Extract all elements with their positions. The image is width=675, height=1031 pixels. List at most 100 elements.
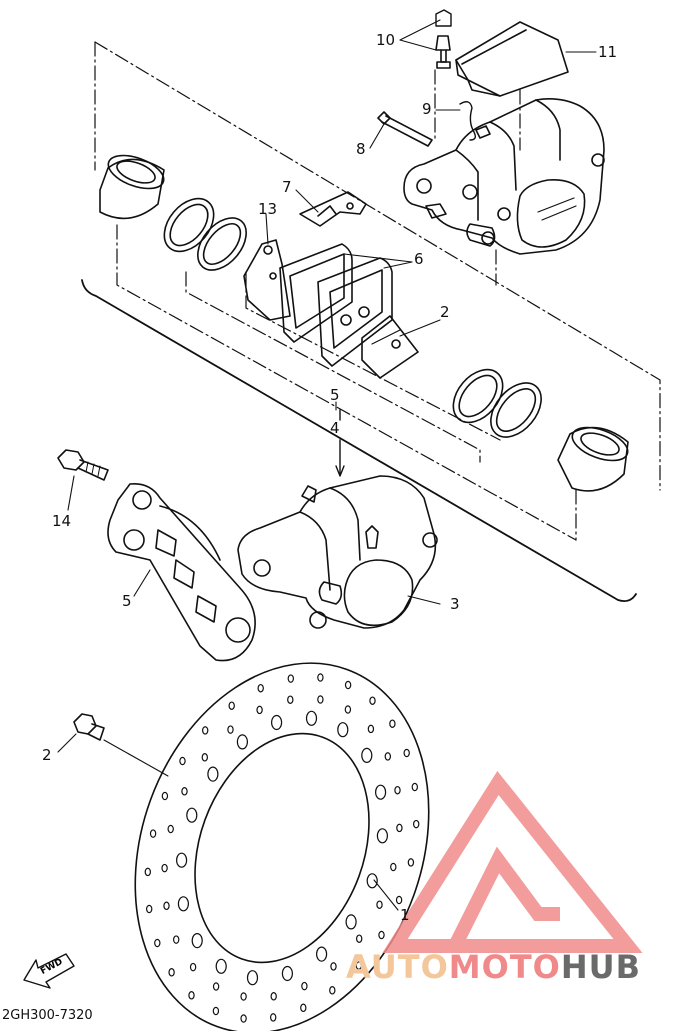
- disc-hole: [344, 680, 352, 690]
- caliper-bracket-part: [107, 482, 256, 662]
- piston-seals-left: [163, 197, 247, 271]
- disc-hole: [394, 785, 401, 795]
- disc-hole: [287, 695, 294, 704]
- callout-2-spring: 2: [440, 303, 450, 321]
- lower-caliper-part: [237, 475, 438, 629]
- disc-hole: [207, 766, 219, 782]
- callout-4: 4: [330, 419, 340, 437]
- callout-13: 13: [258, 200, 278, 218]
- fwd-arrow-icon: [23, 953, 75, 989]
- disc-hole: [344, 705, 352, 714]
- disc-hole: [172, 935, 180, 944]
- callout-11: 11: [598, 43, 618, 61]
- callout-7: 7: [282, 178, 292, 196]
- disc-hole: [212, 1006, 220, 1016]
- disc-hole: [154, 938, 161, 948]
- disc-hole: [301, 981, 308, 991]
- disc-hole: [167, 824, 174, 834]
- disc-hole: [384, 752, 391, 761]
- callout-5-bracket: 5: [122, 592, 132, 610]
- disc-hole: [281, 965, 293, 982]
- disc-hole: [395, 895, 403, 905]
- disc-hole: [271, 714, 283, 731]
- leader-lines: [57, 19, 597, 911]
- disc-hole: [317, 695, 324, 704]
- disc-hole: [161, 863, 168, 873]
- disc-hole: [181, 787, 188, 796]
- drawing-code: 2GH300-7320: [2, 1008, 93, 1023]
- disc-hole: [378, 930, 385, 940]
- callout-8: 8: [356, 140, 366, 158]
- callout-10: 10: [376, 31, 396, 49]
- disc-hole: [376, 900, 383, 909]
- watermark-text: AUTOMOTOHUB: [346, 948, 641, 986]
- disc-hole: [236, 734, 248, 750]
- caliper-cover-part: [455, 21, 569, 97]
- disc-hole: [366, 873, 378, 889]
- callout-5-kit: 5: [330, 386, 340, 404]
- disc-hole: [188, 991, 195, 1000]
- disc-hole: [389, 719, 396, 728]
- callout-1: 1: [400, 906, 410, 924]
- bolt-14-part: [57, 449, 109, 481]
- disc-hole: [390, 862, 397, 872]
- disc-hole: [145, 904, 153, 914]
- disc-hole: [201, 726, 209, 735]
- callout-2-bolt: 2: [42, 746, 52, 764]
- disc-hole: [407, 858, 415, 867]
- disc-hole: [270, 992, 277, 1001]
- piston-seals-right: [452, 368, 542, 438]
- kit-bracket-line: [81, 279, 637, 603]
- watermark-part-hub: HUB: [560, 948, 642, 986]
- disc-hole: [345, 914, 357, 930]
- disc-hole: [168, 968, 175, 977]
- disc-hole: [413, 819, 420, 829]
- disc-hole: [330, 962, 337, 971]
- disc-hole: [228, 701, 235, 710]
- disc-hole: [317, 673, 324, 682]
- disc-hole: [375, 784, 387, 800]
- disc-hole: [356, 934, 363, 943]
- assembly-arrow: [335, 409, 345, 477]
- disc-hole: [329, 986, 336, 995]
- disc-hole: [227, 725, 234, 734]
- disc-hole: [270, 1013, 277, 1022]
- brake-pads-part: [279, 243, 393, 367]
- pad-shim-part: [243, 239, 291, 321]
- disc-hole: [257, 683, 264, 693]
- clip-part: [459, 101, 477, 141]
- disc-hole: [176, 852, 188, 868]
- disc-hole: [300, 1003, 307, 1013]
- disc-hole: [316, 946, 328, 962]
- disc-hole: [179, 756, 186, 766]
- disc-hole: [212, 982, 220, 991]
- disc-hole: [367, 724, 375, 734]
- upper-caliper-body: [403, 98, 605, 255]
- disc-hole: [240, 992, 247, 1001]
- disc-hole: [361, 747, 373, 764]
- disc-hole: [240, 1014, 247, 1023]
- piston-left: [99, 154, 165, 220]
- disc-hole: [149, 829, 157, 838]
- bolt-2-part: [73, 713, 105, 741]
- disc-hole: [337, 722, 349, 738]
- callout-14: 14: [52, 512, 72, 530]
- pad-support-part: [299, 191, 367, 227]
- disc-hole: [411, 782, 418, 792]
- disc-hole: [376, 828, 388, 844]
- disc-hole: [246, 970, 259, 986]
- disc-hole: [189, 962, 197, 972]
- watermark-part-auto: AUTO: [346, 948, 449, 986]
- disc-hole: [201, 753, 208, 762]
- disc-hole: [305, 710, 318, 726]
- pad-pin-part: [377, 111, 433, 147]
- disc-hole: [369, 696, 376, 705]
- disc-hole: [161, 791, 169, 801]
- disc-hole: [163, 901, 170, 911]
- callout-6: 6: [414, 250, 424, 268]
- bleed-screw-part: [435, 9, 452, 69]
- callout-3: 3: [450, 595, 460, 613]
- watermark-logo-icon: [382, 770, 643, 953]
- disc-hole: [144, 867, 151, 877]
